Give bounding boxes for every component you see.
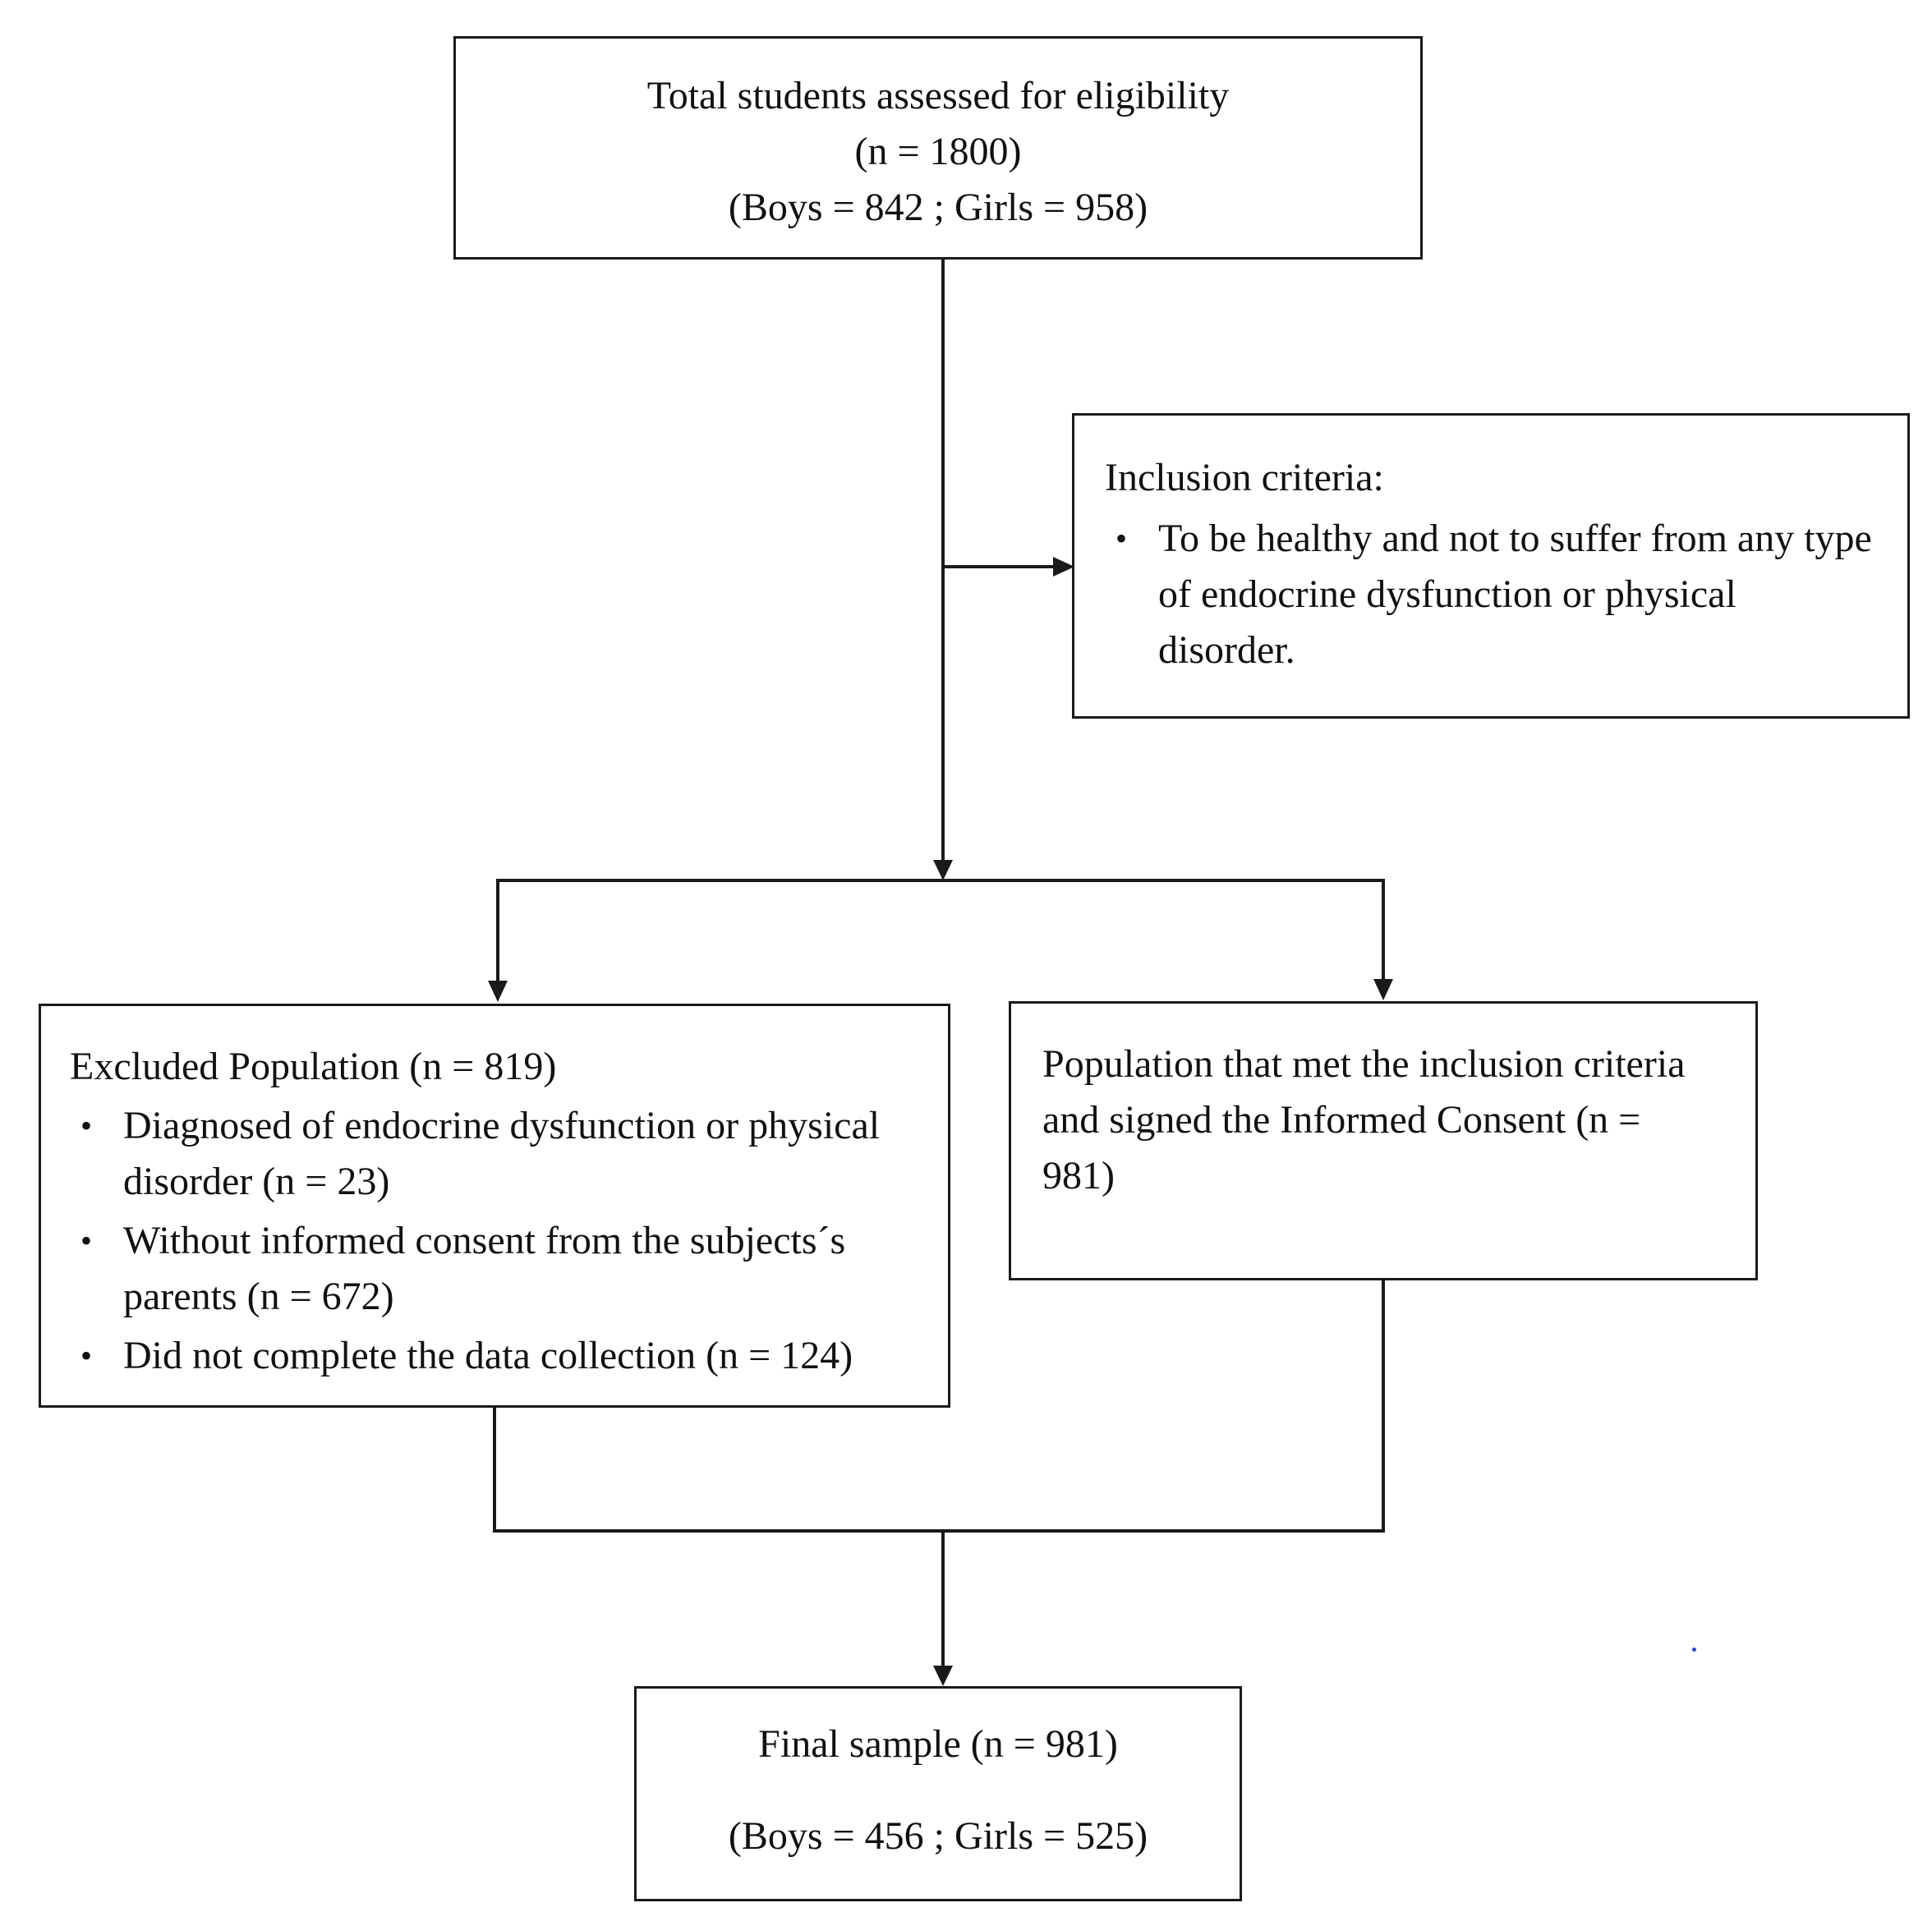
inclusion-arrowhead [1053, 557, 1074, 577]
exclusion-reason-item: • Did not complete the data collection (… [70, 1328, 932, 1384]
exclusion-reasons-list: • Diagnosed of endocrine dysfunction or … [70, 1098, 932, 1384]
total-students-title: Total students assessed for eligibility [646, 74, 1230, 117]
stray-mark [1692, 1648, 1696, 1652]
bullet-icon: • [1115, 520, 1127, 557]
met-inclusion-criteria-text: Population that met the inclusion criter… [1042, 1042, 1686, 1197]
exclusion-reason-item: • Diagnosed of endocrine dysfunction or … [70, 1098, 932, 1210]
final-sample-box: Final sample (n = 981) (Boys = 456 ; Gir… [634, 1686, 1242, 1901]
inclusion-criteria-list: • To be healthy and not to suffer from a… [1105, 511, 1883, 678]
inclusion-criteria-heading: Inclusion criteria: [1105, 456, 1384, 499]
met-arrowhead [1373, 979, 1393, 1000]
exclusion-reason-item: • Without informed consent from the subj… [70, 1213, 932, 1325]
met-inclusion-criteria-box: Population that met the inclusion criter… [1009, 1001, 1758, 1280]
bullet-icon: • [80, 1337, 92, 1374]
excluded-population-box: Excluded Population (n = 819) • Diagnose… [39, 1004, 950, 1408]
total-students-count: (n = 1800) [854, 130, 1022, 173]
total-students-box: Total students assessed for eligibility … [453, 36, 1423, 260]
total-students-breakdown: (Boys = 842 ; Girls = 958) [728, 186, 1148, 229]
bullet-icon: • [80, 1107, 92, 1144]
inclusion-criteria-item: • To be healthy and not to suffer from a… [1105, 511, 1883, 678]
final-sample-breakdown: (Boys = 456 ; Girls = 525) [728, 1814, 1148, 1858]
final-sample-count: Final sample (n = 981) [758, 1722, 1118, 1766]
excluded-population-heading: Excluded Population (n = 819) [70, 1045, 557, 1088]
exclusion-reason-text: Without informed consent from the subjec… [123, 1219, 846, 1318]
inclusion-criteria-item-text: To be healthy and not to suffer from any… [1158, 517, 1872, 672]
trunk-arrowhead [933, 860, 953, 880]
exclusion-reason-text: Did not complete the data collection (n … [123, 1334, 853, 1377]
excluded-arrowhead [488, 981, 508, 1002]
exclusion-reason-text: Diagnosed of endocrine dysfunction or ph… [123, 1104, 881, 1203]
bullet-icon: • [80, 1222, 92, 1259]
inclusion-criteria-box: Inclusion criteria: • To be healthy and … [1072, 413, 1910, 719]
final-arrowhead [933, 1666, 953, 1686]
